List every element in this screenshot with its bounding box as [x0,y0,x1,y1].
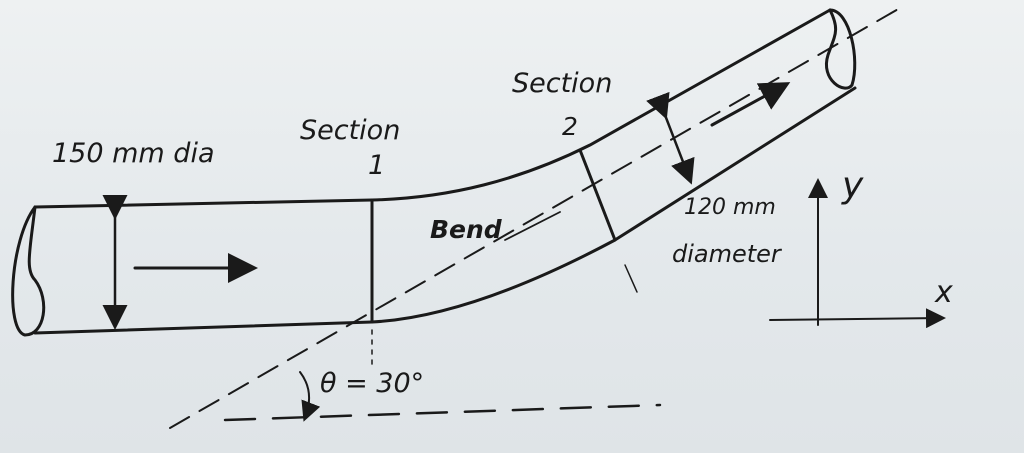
outlet-diameter-arrow [646,91,695,185]
x-axis-label: x [935,275,953,310]
pipe-left-break [11,205,46,337]
section-2-number: 2 [562,112,578,141]
bend-label: Bend [430,215,502,244]
section-2-label: Section [512,68,613,99]
outlet-diameter-word: diameter [672,240,781,268]
centerline [169,7,901,429]
x-axis-arrow [769,308,946,329]
y-axis-label: y [842,165,864,206]
pipe-right-break [824,8,857,90]
inlet-diameter-label: 150 mm dia [52,138,215,169]
bend-leader [504,211,561,241]
angle-label: θ = 30° [320,368,425,399]
pipe-bottom-wall [33,86,857,335]
outlet-diameter-value: 120 mm [684,195,776,220]
angle-arc [299,371,321,422]
section-1-number: 1 [368,150,386,181]
section-2-extension [624,264,638,293]
section-1-label: Section [300,115,401,146]
pipe-top-wall [33,8,832,209]
outlet-flow-arrow [710,82,791,127]
horizontal-reference-line [223,403,662,422]
section-2-line [578,148,617,242]
